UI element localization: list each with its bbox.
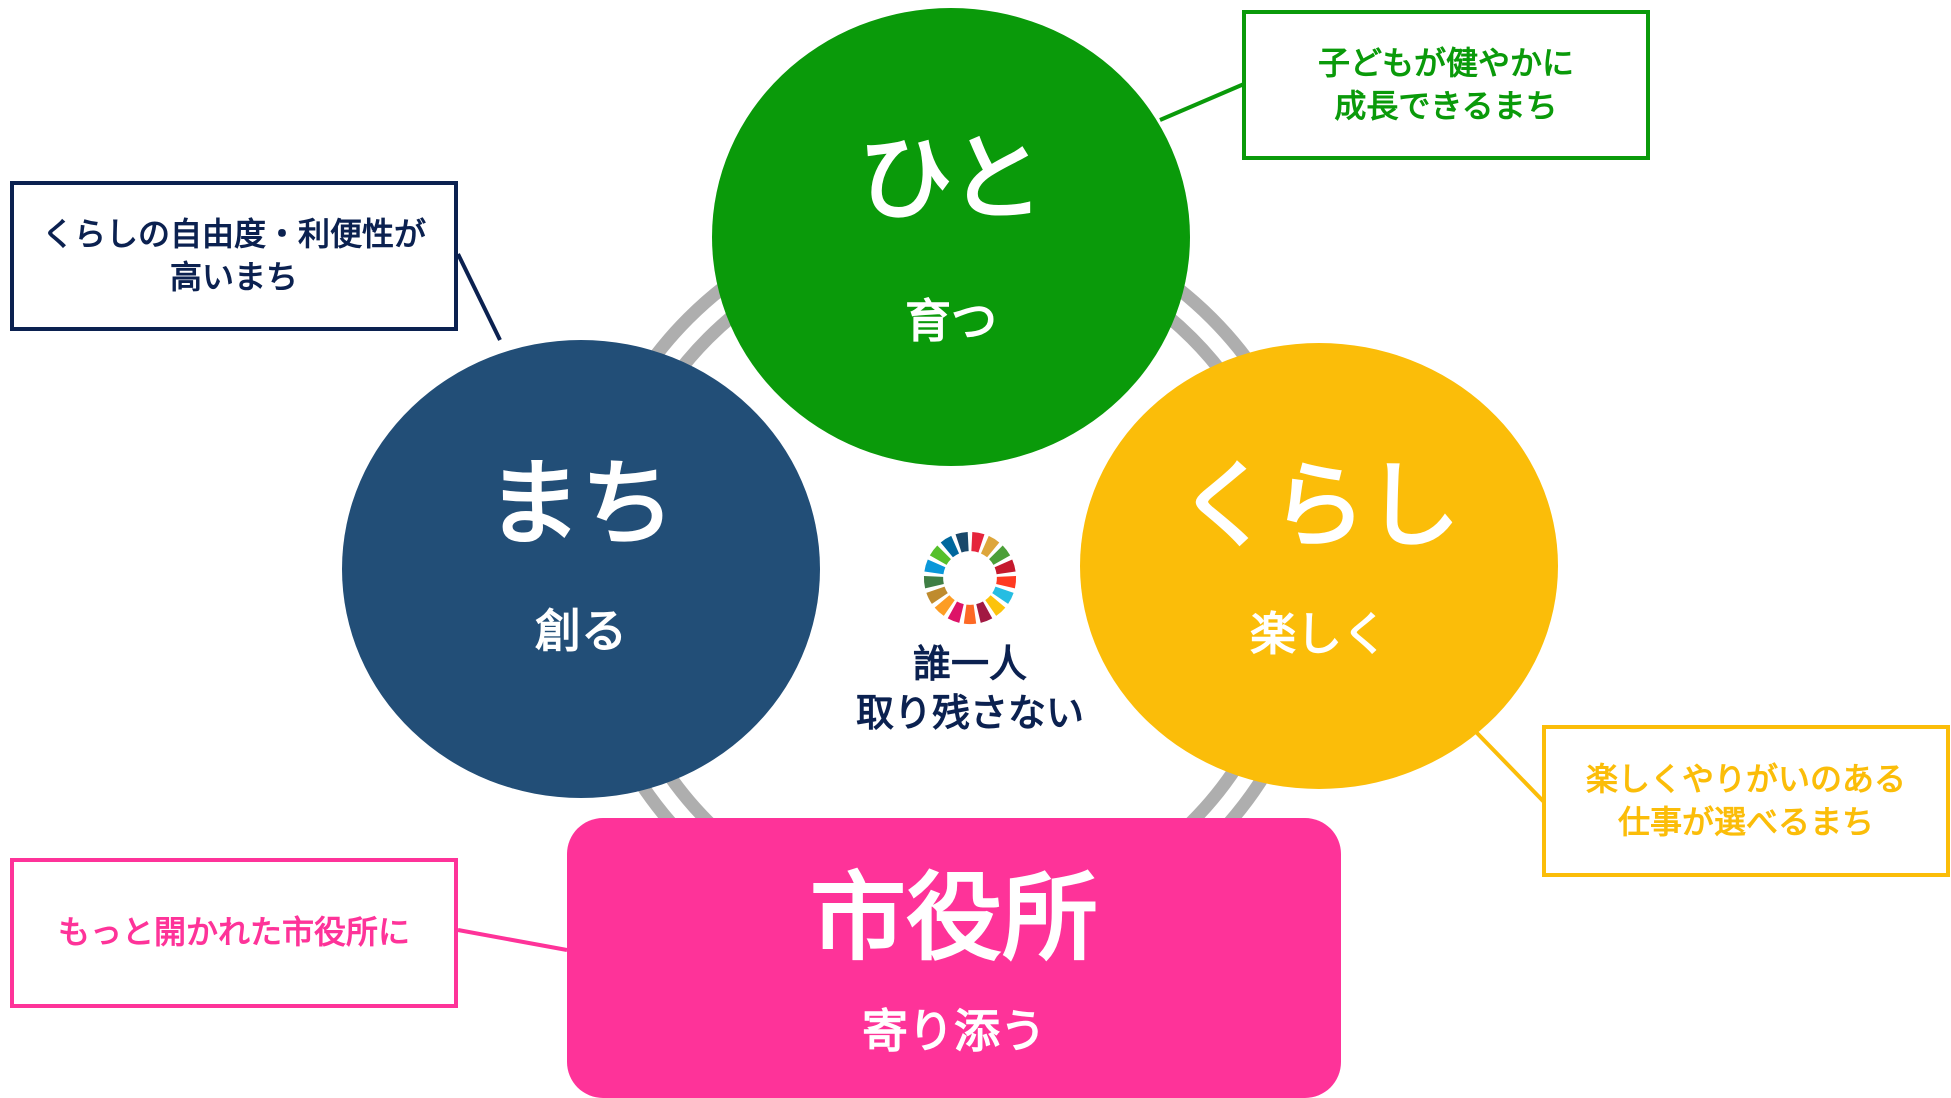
circle-machi: まち 創る	[342, 340, 820, 798]
sdgs-wheel-segment	[976, 601, 993, 623]
center-message-line1: 誰一人	[912, 642, 1027, 686]
sdgs-wheel-icon	[923, 531, 1017, 625]
leader-line-city-hall	[457, 928, 568, 952]
sdgs-wheel-segment	[924, 559, 946, 575]
sdgs-wheel-segment	[992, 586, 1014, 604]
sdgs-wheel-segment	[926, 586, 948, 604]
circle-hito-verb: 育つ	[905, 294, 997, 348]
sdgs-wheel-segment	[963, 604, 977, 625]
callout-city-hall: もっと開かれた市役所に	[10, 858, 458, 1008]
callout-machi-line1: くらしの自由度・利便性が	[41, 214, 426, 253]
callout-hito-line2: 成長できるまち	[1334, 87, 1558, 125]
circle-kurashi-verb: 楽しく	[1250, 607, 1388, 661]
callout-kurashi-line1: 楽しくやりがいのある	[1585, 759, 1906, 798]
sdgs-wheel-segment	[996, 576, 1017, 589]
circle-hito: ひと 育つ	[712, 8, 1190, 466]
sdgs-wheel-segment	[980, 535, 1000, 558]
circle-machi-verb: 創る	[535, 604, 627, 658]
callout-kurashi-line2: 仕事が選べるまち	[1617, 803, 1874, 841]
sdgs-wheel-segment	[989, 545, 1011, 565]
sdgs-wheel-segment	[994, 559, 1016, 575]
center-message: 誰一人 取り残さない	[820, 640, 1120, 739]
sdgs-wheel-segment	[929, 545, 951, 565]
callout-kurashi: 楽しくやりがいのある 仕事が選べるまち	[1542, 725, 1950, 877]
city-hall-title: 市役所	[810, 862, 1098, 974]
sdgs-wheel-segment	[947, 601, 964, 623]
leader-line-kurashi	[1474, 730, 1546, 804]
circle-hito-title: ひと	[858, 125, 1044, 234]
circle-kurashi: くらし 楽しく	[1080, 343, 1558, 789]
circle-machi-title: まち	[486, 450, 675, 559]
sdgs-wheel-segment	[934, 595, 955, 616]
sdgs-wheel-segment	[940, 535, 960, 558]
city-hall-box: 市役所 寄り添う	[567, 818, 1341, 1098]
callout-city-hall-line1: もっと開かれた市役所に	[57, 913, 410, 952]
center-message-line2: 取り残さない	[855, 691, 1084, 736]
callout-hito: 子どもが健やかに 成長できるまち	[1242, 10, 1650, 160]
city-hall-verb: 寄り添う	[862, 1004, 1046, 1058]
callout-hito-line1: 子どもが健やかに	[1317, 43, 1574, 82]
callout-machi-line2: 高いまち	[169, 258, 298, 296]
sdgs-wheel-segment	[923, 576, 944, 589]
sdgs-wheel-segment	[971, 531, 985, 553]
leader-line-hito	[1159, 82, 1245, 122]
callout-machi: くらしの自由度・利便性が 高いまち	[10, 181, 458, 331]
center-message-group: 誰一人 取り残さない	[820, 530, 1120, 739]
leader-line-machi	[456, 253, 502, 341]
sdgs-wheel-segment	[985, 595, 1006, 616]
sdgs-wheel-segment	[955, 531, 969, 553]
circle-kurashi-title: くらし	[1177, 452, 1460, 561]
